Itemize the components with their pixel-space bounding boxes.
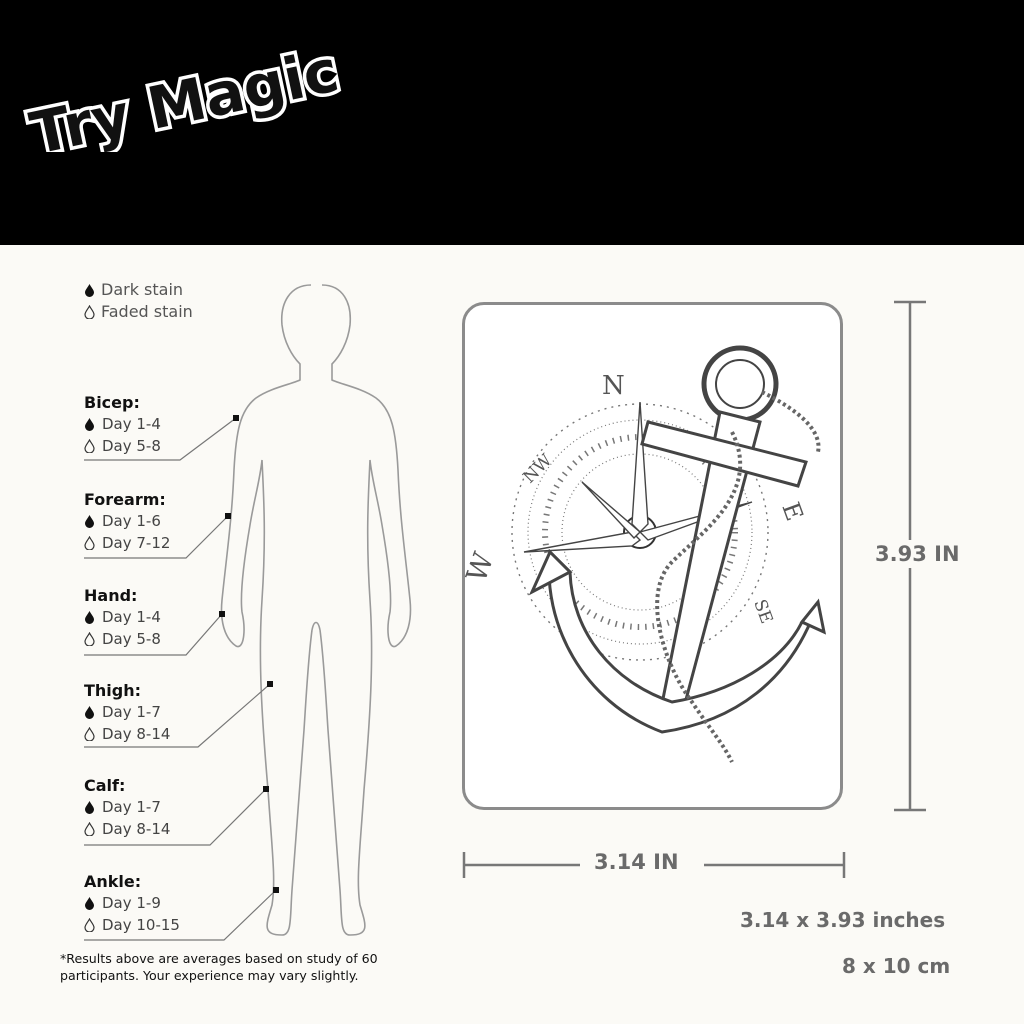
- dark-days: Day 1-6: [102, 512, 161, 530]
- dark-row: Day 1-9: [84, 892, 304, 914]
- outline-drop-icon: [84, 632, 95, 646]
- body-part-forearm: Forearm: Day 1-6 Day 7-12: [84, 490, 304, 554]
- compass-letter-e: E: [776, 498, 808, 524]
- legend-label: Dark stain: [101, 280, 184, 299]
- size-cm: 8 x 10 cm: [842, 954, 951, 978]
- legend-item-dark: Dark stain: [84, 279, 193, 301]
- faded-row: Day 8-14: [84, 723, 304, 745]
- part-title: Ankle:: [84, 872, 142, 891]
- width-dimension-line: [462, 852, 846, 878]
- outline-drop-icon: [84, 727, 95, 741]
- size-inches: 3.14 x 3.93 inches: [740, 908, 946, 932]
- legend-item-faded: Faded stain: [84, 301, 193, 323]
- brand-text: Try Magic: [24, 36, 344, 152]
- part-title: Bicep:: [84, 393, 140, 412]
- faded-row: Day 10-15: [84, 914, 304, 936]
- dark-days: Day 1-9: [102, 894, 161, 912]
- faded-row: Day 8-14: [84, 818, 304, 840]
- figure-outline: [220, 284, 412, 936]
- dark-days: Day 1-4: [102, 415, 161, 433]
- outline-drop-icon: [84, 305, 95, 319]
- human-figure: [84, 284, 412, 941]
- dark-row: Day 1-7: [84, 796, 304, 818]
- outline-drop-icon: [84, 918, 95, 932]
- width-label: 3.14 IN: [594, 850, 679, 874]
- footnote-line-2: participants. Your experience may vary s…: [60, 968, 359, 983]
- legend-label: Faded stain: [101, 302, 193, 321]
- stain-legend: Dark stain Faded stain: [84, 279, 193, 323]
- filled-drop-icon: [85, 801, 94, 814]
- filled-drop-icon: [85, 284, 94, 297]
- outline-drop-icon: [84, 822, 95, 836]
- dark-row: Day 1-7: [84, 701, 304, 723]
- filled-drop-icon: [85, 418, 94, 431]
- faded-days: Day 10-15: [102, 916, 180, 934]
- part-title: Thigh:: [84, 681, 142, 700]
- compass-letter-w: W: [462, 548, 500, 587]
- dark-days: Day 1-7: [102, 703, 161, 721]
- outline-drop-icon: [84, 439, 95, 453]
- brand-logo: Try Magic: [21, 33, 348, 152]
- faded-days: Day 5-8: [102, 437, 161, 455]
- compass-letter-se: SE: [749, 597, 776, 626]
- body-part-thigh: Thigh: Day 1-7 Day 8-14: [84, 681, 304, 745]
- part-title: Forearm:: [84, 490, 166, 509]
- dark-row: Day 1-6: [84, 510, 304, 532]
- part-title: Hand:: [84, 586, 138, 605]
- filled-drop-icon: [85, 706, 94, 719]
- faded-row: Day 7-12: [84, 532, 304, 554]
- rope-icon: [655, 390, 821, 763]
- part-title: Calf:: [84, 776, 126, 795]
- footnote: *Results above are averages based on stu…: [60, 950, 440, 984]
- body-part-calf: Calf: Day 1-7 Day 8-14: [84, 776, 304, 840]
- faded-days: Day 8-14: [102, 820, 171, 838]
- dark-days: Day 1-4: [102, 608, 161, 626]
- dark-days: Day 1-7: [102, 798, 161, 816]
- anchor-compass-artwork: N E W NW SE: [462, 345, 827, 763]
- faded-days: Day 5-8: [102, 630, 161, 648]
- leader-lines: [84, 417, 277, 941]
- top-banner: Try Magic: [0, 0, 1024, 245]
- faded-days: Day 7-12: [102, 534, 171, 552]
- height-label: 3.93 IN: [875, 540, 960, 568]
- footnote-line-1: *Results above are averages based on stu…: [60, 951, 378, 966]
- body-part-bicep: Bicep: Day 1-4 Day 5-8: [84, 393, 304, 457]
- faded-row: Day 5-8: [84, 435, 304, 457]
- filled-drop-icon: [85, 515, 94, 528]
- body-markers: [219, 415, 279, 893]
- filled-drop-icon: [85, 897, 94, 910]
- dark-row: Day 1-4: [84, 413, 304, 435]
- compass-letter-nw: NW: [519, 450, 556, 487]
- anchor-icon: [528, 345, 827, 734]
- body-part-ankle: Ankle: Day 1-9 Day 10-15: [84, 872, 304, 936]
- compass-letter-n: N: [602, 371, 625, 401]
- outline-drop-icon: [84, 536, 95, 550]
- faded-row: Day 5-8: [84, 628, 304, 650]
- filled-drop-icon: [85, 611, 94, 624]
- dark-row: Day 1-4: [84, 606, 304, 628]
- faded-days: Day 8-14: [102, 725, 171, 743]
- body-part-hand: Hand: Day 1-4 Day 5-8: [84, 586, 304, 650]
